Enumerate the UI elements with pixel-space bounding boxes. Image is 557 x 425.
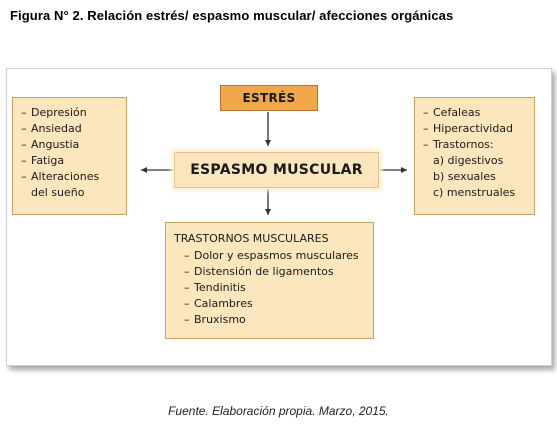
list-item: –Angustia <box>21 138 80 151</box>
node-organic-effects: –Cefaleas –Hiperactividad –Trastornos: a… <box>414 97 535 215</box>
trastornos-musculares-title: TRASTORNOS MUSCULARES <box>174 232 329 245</box>
node-trastornos-musculares: TRASTORNOS MUSCULARES –Dolor y espasmos … <box>165 222 374 339</box>
organic-effects-list: –Cefaleas –Hiperactividad –Trastornos: a… <box>423 105 534 201</box>
list-item: –Ansiedad <box>21 122 82 135</box>
list-item: –Depresión <box>21 106 87 119</box>
list-item: –Trastornos: <box>423 138 494 151</box>
list-item: –Dolor y espasmos musculares <box>184 249 359 262</box>
list-item: –Hiperactividad <box>423 122 514 135</box>
node-espasmo-muscular: ESPASMO MUSCULAR <box>174 152 379 188</box>
list-item: –Alteraciones <box>21 170 100 183</box>
list-item: –Cefaleas <box>423 106 481 119</box>
list-item: del sueño <box>31 186 85 199</box>
list-item: –Distensión de ligamentos <box>184 265 334 278</box>
list-item: c) menstruales <box>433 186 516 199</box>
figure-caption: Fuente. Elaboración propia. Marzo, 2015. <box>168 404 389 418</box>
list-item: –Tendinitis <box>184 281 246 294</box>
psychological-effects-list: –Depresión –Ansiedad –Angustia –Fatiga –… <box>21 105 126 201</box>
list-item: –Bruxismo <box>184 313 246 326</box>
node-estres: ESTRÉS <box>220 85 318 111</box>
list-item: –Calambres <box>184 297 253 310</box>
list-item: –Fatiga <box>21 154 65 167</box>
list-item: a) digestivos <box>433 154 504 167</box>
list-item: b) sexuales <box>433 170 496 183</box>
figure-title: Figura N° 2. Relación estrés/ espasmo mu… <box>10 8 454 23</box>
node-psychological-effects: –Depresión –Ansiedad –Angustia –Fatiga –… <box>12 97 127 215</box>
muscular-disorders-list: –Dolor y espasmos musculares –Distensión… <box>174 248 373 328</box>
